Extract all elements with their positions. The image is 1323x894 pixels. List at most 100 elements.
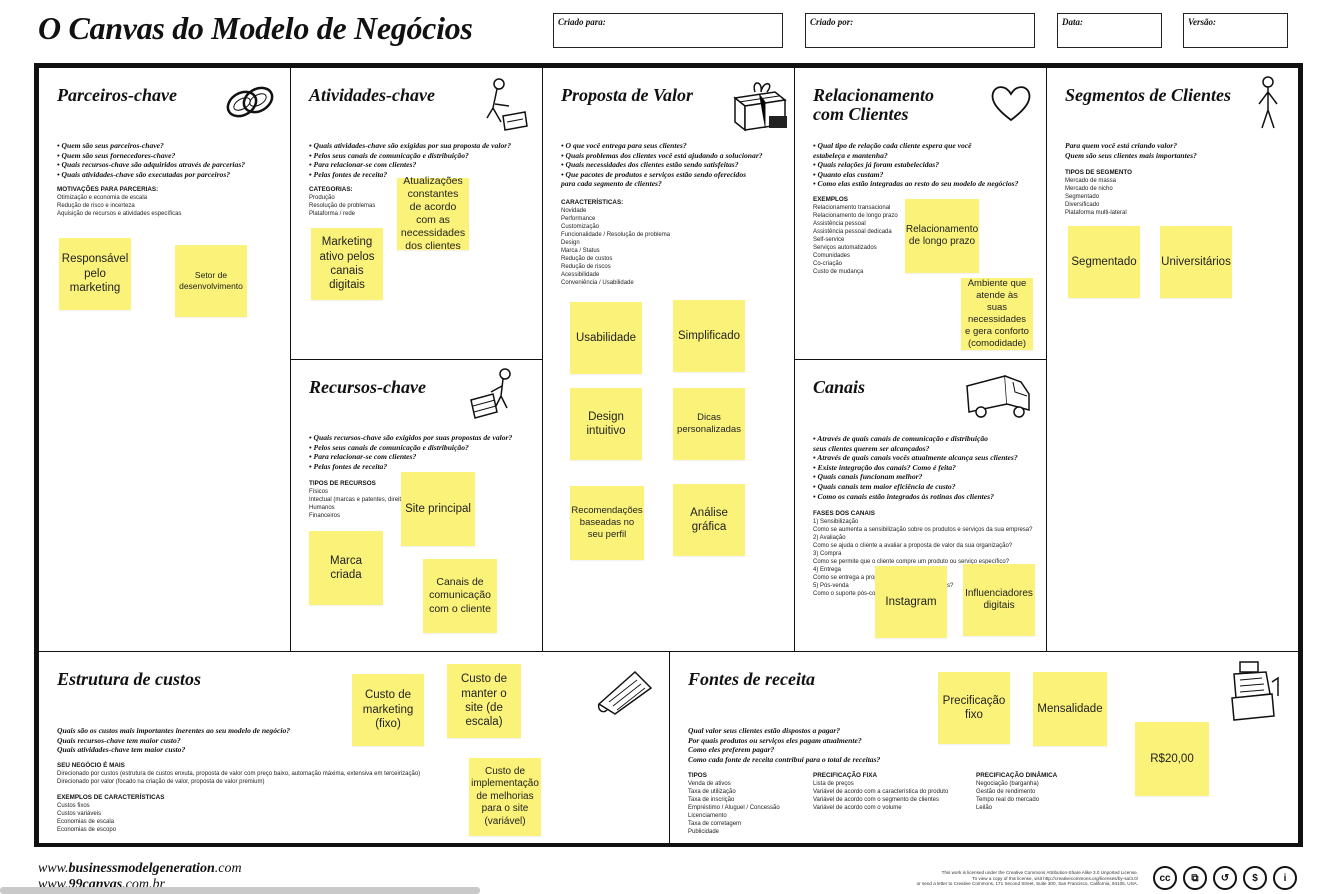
license-text: This work is licensed under the Creative…: [916, 870, 1138, 887]
sticky-note[interactable]: Site principal: [401, 472, 475, 546]
segmentos-questions: Para quem você está criando valor?Quem s…: [1065, 141, 1197, 160]
sticky-note[interactable]: Marketing ativo pelos canais digitais: [311, 228, 383, 300]
sticky-note[interactable]: Responsável pelo marketing: [59, 238, 131, 310]
page-title: O Canvas do Modelo de Negócios: [38, 10, 473, 46]
atividades-section-title: CATEGORIAS:: [309, 186, 353, 193]
sticky-note[interactable]: Usabilidade: [570, 302, 642, 374]
sticky-note[interactable]: Relacionamento de longo prazo: [905, 199, 979, 273]
estrutura-de-custos-block: Estrutura de custos Quais são os custos …: [38, 651, 670, 844]
segmentos-title: Segmentos de Clientes: [1065, 85, 1231, 105]
recursos-questions: • Quais recursos-chave são exigidos por …: [309, 433, 513, 471]
versao-label: Versão:: [1188, 17, 1217, 27]
sticky-note[interactable]: Design intuitivo: [570, 388, 642, 460]
sticky-note[interactable]: Segmentado: [1068, 226, 1140, 298]
recursos-chave-block: Recursos-chave • Quais recursos-chave sã…: [290, 359, 543, 652]
recursos-title: Recursos-chave: [309, 377, 426, 397]
sticky-note[interactable]: Precificação fixo: [938, 672, 1010, 744]
proposta-title: Proposta de Valor: [561, 85, 694, 105]
parceiros-questions: • Quem são seus parceiros-chave?• Quem s…: [57, 141, 246, 179]
sticky-note[interactable]: Simplificado: [673, 300, 745, 372]
sticky-note[interactable]: Influenciadores digitais: [963, 564, 1035, 636]
gift-box-icon: [733, 82, 787, 132]
sticky-note[interactable]: Custo de implementação de melhorias para…: [469, 758, 541, 836]
custos-section2-title: EXEMPLOS DE CARACTERÍSTICAS: [57, 794, 165, 801]
copy-icon: ⧉: [1183, 866, 1207, 890]
canais-title: Canais: [813, 377, 866, 397]
receita-col3-title: PRECIFICAÇÃO DINÂMICA: [976, 772, 1058, 779]
sticky-note[interactable]: Marca criada: [309, 531, 383, 605]
data-field[interactable]: Data:: [1057, 13, 1162, 48]
canais-questions: • Através de quais canais de comunicação…: [813, 434, 1018, 501]
sticky-note[interactable]: Ambiente que atende às suas necessidades…: [961, 278, 1033, 350]
criado-para-field[interactable]: Criado para:: [553, 13, 783, 48]
versao-field[interactable]: Versão:: [1183, 13, 1288, 48]
sticky-note[interactable]: Análise gráfica: [673, 484, 745, 556]
sticky-note[interactable]: Setor de desenvolvimento: [175, 245, 247, 317]
custos-title: Estrutura de custos: [57, 669, 202, 689]
truck-icon: [966, 375, 1030, 418]
recursos-section-title: TIPOS DE RECURSOS: [309, 480, 376, 487]
criado-para-label: Criado para:: [558, 17, 606, 27]
heart-icon: [991, 86, 1031, 122]
canais-cut-text: s?: [947, 583, 954, 589]
person-icon: [1258, 76, 1278, 129]
attribution-icon: i: [1273, 866, 1297, 890]
cash-register-icon: [1231, 661, 1279, 721]
non-commercial-icon: $: [1243, 866, 1267, 890]
canais-block: Canais • Através de quais canais de comu…: [794, 359, 1047, 652]
proposta-questions: • O que você entrega para seus clientes?…: [561, 141, 763, 189]
proposta-section-title: CARACTERÍSTICAS:: [561, 199, 624, 206]
sticky-note[interactable]: Custo de manter o site (de escala): [447, 664, 521, 738]
segmentos-block: Segmentos de Clientes Para quem você est…: [1046, 67, 1299, 652]
receita-col1-title: TIPOS: [688, 772, 707, 779]
worker-icon: [486, 78, 528, 131]
parceiros-section-title: MOTIVAÇÕES PARA PARCERIAS:: [57, 186, 159, 193]
custos-section-list: Direcionado por custos (estrutura de cus…: [57, 771, 421, 785]
custos-section-title: SEU NEGÓCIO É MAIS: [57, 762, 125, 769]
atividades-questions: • Quais atividades-chave são exigidas po…: [309, 141, 511, 179]
sticky-note[interactable]: Custo de marketing (fixo): [352, 674, 424, 746]
fontes-de-receita-block: Fontes de receita Qual valor seus client…: [669, 651, 1299, 844]
criado-por-label: Criado por:: [810, 17, 854, 27]
canais-section-title: FASES DOS CANAIS: [813, 510, 875, 517]
receita-col2-title: PRECIFICAÇÃO FIXA: [813, 772, 878, 779]
criado-por-field[interactable]: Criado por:: [805, 13, 1035, 48]
atividades-title: Atividades-chave: [309, 85, 435, 105]
parceiros-chave-block: Parceiros-chave • Quem são seus parceiro…: [38, 67, 291, 652]
sticky-note[interactable]: Canais de comunicação com o cliente: [423, 559, 497, 633]
sticky-note[interactable]: R$20,00: [1135, 722, 1209, 796]
relacionamento-section-title: EXEMPLOS: [813, 196, 848, 203]
proposta-de-valor-block: Proposta de Valor • O que você entrega p…: [542, 67, 795, 652]
segmentos-section-title: TIPOS DE SEGMENTO: [1065, 169, 1133, 176]
sticky-note[interactable]: Universitários: [1160, 226, 1232, 298]
sticky-note[interactable]: Atualizações constantes de acordo com as…: [397, 175, 469, 252]
receita-title: Fontes de receita: [688, 669, 815, 689]
forklift-worker-icon: [470, 368, 511, 419]
cc-icon: cc: [1153, 866, 1177, 890]
data-label: Data:: [1062, 17, 1083, 27]
receita-questions: Qual valor seus clientes estão dispostos…: [688, 726, 881, 764]
sticky-note[interactable]: Recomendações baseadas no seu perfil: [570, 486, 644, 560]
receipt-icon: [597, 670, 653, 715]
footer-site-1[interactable]: www.businessmodelgeneration.com: [38, 861, 242, 876]
sticky-note[interactable]: Instagram: [875, 566, 947, 638]
chain-links-icon: [226, 86, 274, 118]
receita-col3-list: Negociação (barganha)Gestão de rendiment…: [976, 781, 1040, 811]
share-alike-icon: ↺: [1213, 866, 1237, 890]
relacionamento-questions: • Qual tipo de relação cada cliente espe…: [813, 141, 1019, 189]
sticky-note[interactable]: Dicas personalizadas: [673, 388, 745, 460]
parceiros-title: Parceiros-chave: [57, 85, 177, 105]
horizontal-scrollbar[interactable]: [0, 887, 480, 894]
sticky-note[interactable]: Mensalidade: [1033, 672, 1107, 746]
